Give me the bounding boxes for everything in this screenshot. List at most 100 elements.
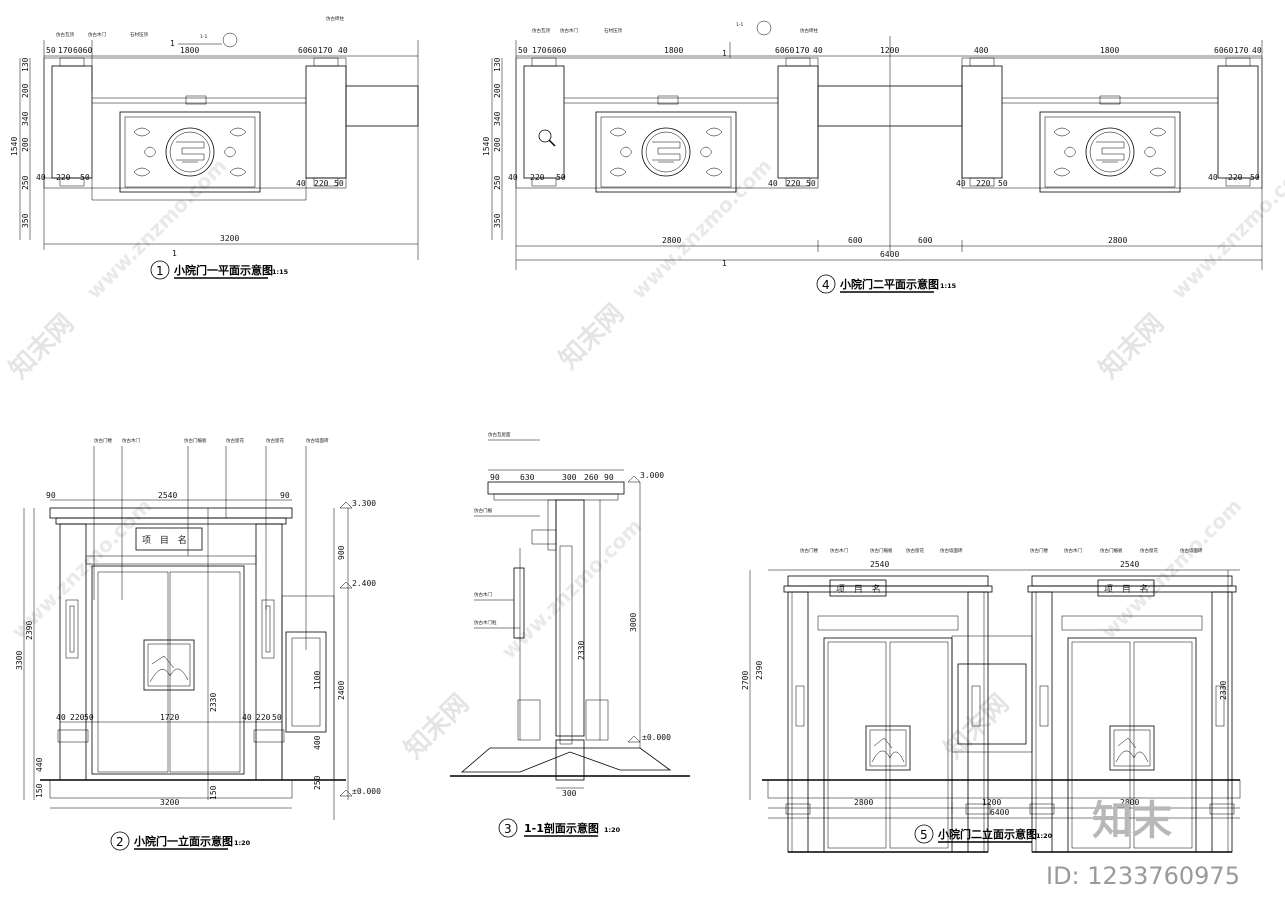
note-text: 仿古砖柱 bbox=[800, 27, 818, 34]
section-letter: 1 bbox=[170, 39, 175, 48]
dim-text: 6060 bbox=[1214, 46, 1233, 55]
dim-text: 220 bbox=[786, 179, 801, 188]
dim-text: 2540 bbox=[158, 491, 177, 500]
dim-text: 220 bbox=[70, 713, 85, 722]
dim-text: 170 bbox=[532, 46, 547, 55]
watermark-cn: 知末网 bbox=[554, 299, 630, 375]
view-title: 小院门二立面示意图 bbox=[937, 827, 1037, 841]
view-title: 小院门二平面示意图 bbox=[839, 277, 939, 291]
view-number: 3 bbox=[504, 822, 512, 836]
plan-1-notes: 仿古瓦顶 仿古木门 石材压顶 仿古砖柱 bbox=[56, 15, 344, 92]
name-plaque bbox=[1097, 579, 1155, 597]
plaque-text: 项 目 名 bbox=[142, 534, 190, 546]
elevation-2-drawing: 2540 2540 项 目 名 项 目 名 2800 1200 2800 640… bbox=[741, 547, 1241, 853]
elevation-1-notes: 仿古门楼 仿古木门 仿古门楣板 仿古窗花 仿古窗花 仿古墙面砖 bbox=[93, 437, 329, 650]
dim-text: 130 bbox=[21, 57, 30, 72]
dim-text: 90 bbox=[604, 473, 614, 482]
plan-2-notes: 仿古瓦顶 仿古木门 石材压顶 仿古砖柱 bbox=[532, 27, 818, 34]
level-text: 3.300 bbox=[352, 499, 376, 508]
view-scale: 1:20 bbox=[234, 839, 251, 847]
note-text: 仿古木门 bbox=[474, 591, 492, 598]
section-letter: 1 bbox=[172, 249, 177, 258]
dim-text: 6060 bbox=[775, 46, 794, 55]
dim-text: 50 bbox=[998, 179, 1008, 188]
watermark-cn: 知末网 bbox=[4, 309, 80, 385]
note-text: 仿古墙面砖 bbox=[1180, 547, 1203, 554]
view-number: 5 bbox=[920, 828, 928, 842]
dim-text: 630 bbox=[520, 473, 535, 482]
note-text: 仿古瓦顶 bbox=[532, 27, 550, 34]
dim-text: 350 bbox=[21, 213, 30, 228]
note-text: 仿古窗花 bbox=[266, 437, 284, 444]
note-text: 仿古瓦顶 bbox=[56, 31, 74, 38]
note-text: 仿古木门 bbox=[830, 547, 848, 554]
brand-logo-text: 知末 bbox=[1092, 798, 1172, 844]
note-text: 仿古墙面砖 bbox=[940, 547, 963, 554]
dim-text: 2390 bbox=[25, 621, 34, 640]
dim-text: 50 bbox=[46, 46, 56, 55]
note-text: 仿古门楼 bbox=[1030, 547, 1048, 554]
view-number: 2 bbox=[116, 835, 124, 849]
dim-text: 170 bbox=[795, 46, 810, 55]
dim-text: 50 bbox=[84, 713, 94, 722]
plan-1-left-dims: 130 200 340 200 250 350 1540 bbox=[10, 57, 30, 228]
elevation-2-notes: 仿古门楼 仿古木门 仿古门楣板 仿古窗花 仿古墙面砖 仿古门楼 仿古木门 仿古门… bbox=[800, 547, 1203, 554]
section-notes: 仿古瓦屋面 仿古门楣 仿古木门 仿古木门框 bbox=[474, 431, 540, 629]
dim-text: 1200 bbox=[880, 46, 899, 55]
dim-text: 2330 bbox=[209, 693, 218, 712]
dim-text: 300 bbox=[562, 473, 577, 482]
dim-text: 40 bbox=[338, 46, 348, 55]
dim-text: 6060 bbox=[298, 46, 317, 55]
plan-2-left-dims: 130 200 340 200 250 350 1540 bbox=[482, 57, 502, 228]
plan-2-drawing: 50 170 6060 1800 6060 170 40 1200 400 18… bbox=[482, 20, 1263, 294]
dim-text: 340 bbox=[493, 111, 502, 126]
dim-text: 50 bbox=[80, 173, 90, 182]
dim-text: 2330 bbox=[1219, 681, 1228, 700]
note-text: 仿古门楣板 bbox=[184, 437, 207, 444]
dim-text: 220 bbox=[256, 713, 271, 722]
watermark-url: www.znzmo.com bbox=[497, 514, 647, 664]
elevation-1-drawing: 90 2540 90 项 目 名 3200 3300 2390 bbox=[15, 437, 381, 851]
note-text: 仿古门楣板 bbox=[1100, 547, 1123, 554]
dim-text: 200 bbox=[493, 137, 502, 152]
dim-text: 600 bbox=[918, 236, 933, 245]
dim-text: 40 bbox=[508, 173, 518, 182]
dim-text: 1800 bbox=[180, 46, 199, 55]
dim-text: 1100 bbox=[313, 671, 322, 690]
section-callout bbox=[222, 32, 238, 48]
dim-text: 1800 bbox=[1100, 46, 1119, 55]
dim-text: 200 bbox=[21, 137, 30, 152]
dim-text: 2540 bbox=[1120, 560, 1139, 569]
name-plaque bbox=[829, 579, 887, 597]
dim-text: 340 bbox=[21, 111, 30, 126]
watermark-layer: 知末网 www.znzmo.com 知末网 www.znzmo.com 知末网 … bbox=[4, 154, 1285, 765]
level-text: ±0.000 bbox=[352, 787, 381, 796]
dim-text: 40 bbox=[768, 179, 778, 188]
note-text: 仿古窗花 bbox=[226, 437, 244, 444]
dim-text: 250 bbox=[493, 175, 502, 190]
zoom-icon bbox=[538, 129, 552, 143]
dim-text: 2800 bbox=[1108, 236, 1127, 245]
dim-text: 250 bbox=[313, 775, 322, 790]
dim-text: 2800 bbox=[1120, 798, 1139, 807]
dim-text: 50 bbox=[334, 179, 344, 188]
dim-text: 50 bbox=[272, 713, 282, 722]
view-scale: 1:20 bbox=[604, 826, 621, 834]
plan-1-bottom-dims: 40 220 50 40 220 50 bbox=[36, 173, 344, 188]
dim-text: 220 bbox=[314, 179, 329, 188]
section-letter: 1 bbox=[722, 49, 727, 58]
note-text: 仿古木门 bbox=[122, 437, 140, 444]
dim-text: 220 bbox=[1228, 173, 1243, 182]
dim-text: 1800 bbox=[664, 46, 683, 55]
dim-text: 150 bbox=[35, 783, 44, 798]
dim-text: 170 bbox=[1234, 46, 1249, 55]
dim-text: 50 bbox=[806, 179, 816, 188]
dim-text: 1540 bbox=[10, 137, 19, 156]
dim-text: 300 bbox=[562, 789, 577, 798]
dim-text: 400 bbox=[313, 735, 322, 750]
dim-text: 2390 bbox=[755, 661, 764, 680]
plan-2-bottom-small-dims: 40 220 50 40 220 50 40 220 50 40 220 50 bbox=[508, 173, 1260, 188]
view-number: 4 bbox=[822, 278, 830, 292]
note-text: 仿古木门 bbox=[1064, 547, 1082, 554]
watermark-cn: 知末网 bbox=[939, 689, 1015, 765]
